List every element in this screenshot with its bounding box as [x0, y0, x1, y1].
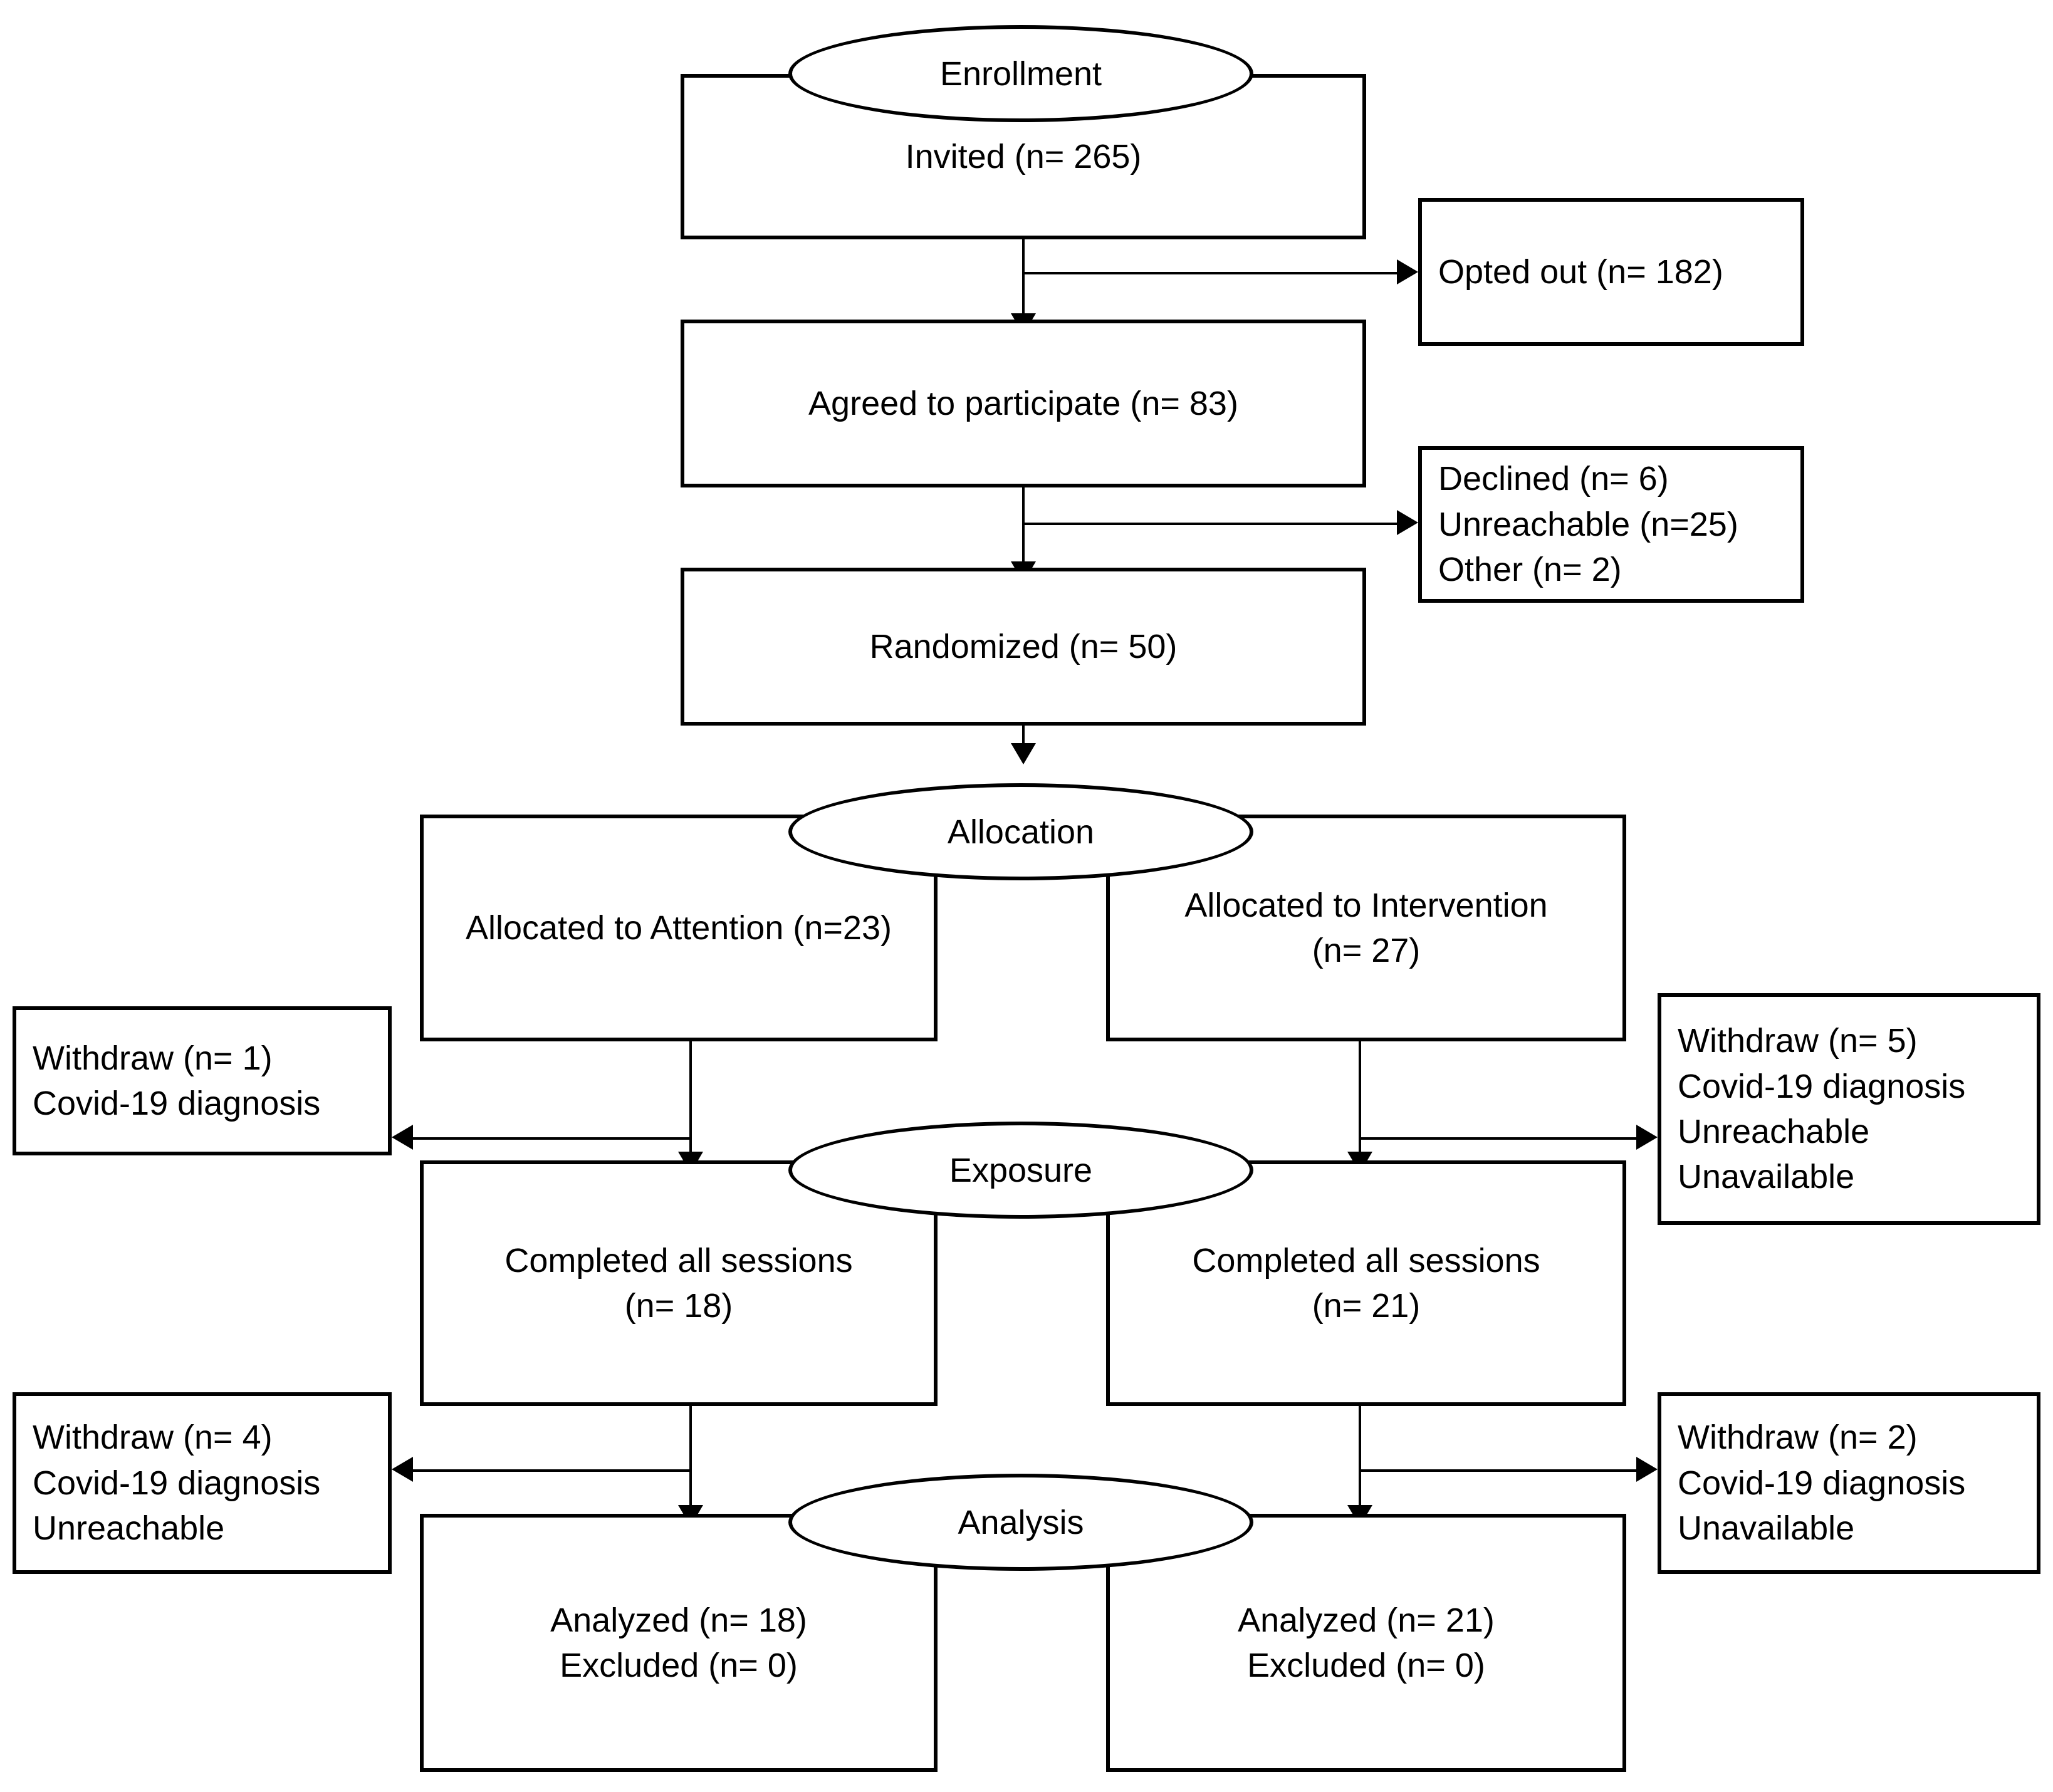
arrowhead-attention-withdraw [392, 1125, 413, 1150]
analyzed-attention-box: Analyzed (n= 18) Excluded (n= 0) [420, 1514, 938, 1772]
stage-ellipse-enrollment: Enrollment [788, 25, 1253, 122]
connector-exposure-intervention-to-withdraw [1359, 1469, 1636, 1472]
stage-ellipse-analysis: Analysis [788, 1474, 1253, 1571]
withdraw-attention-exposure-box: Withdraw (n= 4) Covid-19 diagnosis Unrea… [13, 1392, 392, 1574]
withdraw-attention-allocation-box: Withdraw (n= 1) Covid-19 diagnosis [13, 1006, 392, 1155]
exclusion-reasons-box: Declined (n= 6) Unreachable (n=25) Other… [1418, 446, 1804, 603]
allocated-attention-label: Allocated to Attention (n=23) [466, 909, 892, 947]
completed-sessions-attention-label: Completed all sessions (n= 18) [504, 1241, 853, 1325]
arrowhead-exposure-attention-withdraw [392, 1457, 413, 1482]
connector-agreed-to-exclusions [1022, 523, 1397, 525]
opted-out-box: Opted out (n= 182) [1418, 198, 1804, 346]
analyzed-intervention-box: Analyzed (n= 21) Excluded (n= 0) [1106, 1514, 1626, 1772]
connector-intervention-to-exposure [1359, 1041, 1361, 1160]
withdraw-attention-allocation-label: Withdraw (n= 1) Covid-19 diagnosis [33, 1039, 321, 1122]
withdraw-intervention-exposure-label: Withdraw (n= 2) Covid-19 diagnosis Unava… [1678, 1419, 1966, 1548]
analyzed-intervention-label: Analyzed (n= 21) Excluded (n= 0) [1238, 1601, 1495, 1684]
withdraw-intervention-exposure-box: Withdraw (n= 2) Covid-19 diagnosis Unava… [1658, 1392, 2040, 1574]
arrowhead-intervention-withdraw [1636, 1125, 1658, 1150]
allocated-intervention-label: Allocated to Intervention (n= 27) [1184, 886, 1548, 969]
agreed-to-participate-box: Agreed to participate (n= 83) [681, 320, 1366, 487]
arrowhead-exclusions [1397, 510, 1418, 535]
completed-sessions-intervention-label: Completed all sessions (n= 21) [1192, 1241, 1540, 1325]
randomized-label: Randomized (n= 50) [869, 627, 1178, 665]
opted-out-label: Opted out (n= 182) [1438, 253, 1723, 291]
connector-exposure-attention-to-analysis [689, 1406, 692, 1514]
exclusion-reasons-label: Declined (n= 6) Unreachable (n=25) Other… [1438, 460, 1738, 589]
arrowhead-exposure-intervention-withdraw [1636, 1457, 1658, 1482]
connector-exposure-attention-to-withdraw [413, 1469, 691, 1472]
withdraw-attention-exposure-label: Withdraw (n= 4) Covid-19 diagnosis Unrea… [33, 1419, 321, 1548]
analyzed-attention-label: Analyzed (n= 18) Excluded (n= 0) [550, 1601, 807, 1684]
connector-randomized-to-allocation [1022, 726, 1025, 748]
stage-label-exposure: Exposure [949, 1151, 1093, 1189]
connector-attention-to-withdraw [413, 1137, 691, 1140]
connector-invited-to-agreed [1022, 239, 1025, 320]
connector-invited-to-opted-out [1022, 272, 1397, 274]
stage-label-analysis: Analysis [958, 1503, 1084, 1541]
arrowhead-opted-out [1397, 259, 1418, 284]
stage-label-allocation: Allocation [947, 813, 1095, 851]
connector-agreed-to-randomized [1022, 487, 1025, 568]
stage-ellipse-allocation: Allocation [788, 783, 1253, 880]
withdraw-intervention-allocation-box: Withdraw (n= 5) Covid-19 diagnosis Unrea… [1658, 993, 2040, 1225]
connector-exposure-intervention-to-analysis [1359, 1406, 1361, 1514]
arrowhead-randomized-to-allocation [1011, 743, 1036, 764]
agreed-to-participate-label: Agreed to participate (n= 83) [808, 384, 1238, 422]
randomized-box: Randomized (n= 50) [681, 568, 1366, 726]
allocated-intervention-box: Allocated to Intervention (n= 27) [1106, 815, 1626, 1041]
stage-label-enrollment: Enrollment [939, 55, 1102, 93]
connector-attention-to-exposure [689, 1041, 692, 1160]
withdraw-intervention-allocation-label: Withdraw (n= 5) Covid-19 diagnosis Unrea… [1678, 1022, 1966, 1196]
connector-intervention-to-withdraw [1359, 1137, 1636, 1140]
invited-label: Invited (n= 265) [905, 137, 1142, 175]
stage-ellipse-exposure: Exposure [788, 1122, 1253, 1219]
